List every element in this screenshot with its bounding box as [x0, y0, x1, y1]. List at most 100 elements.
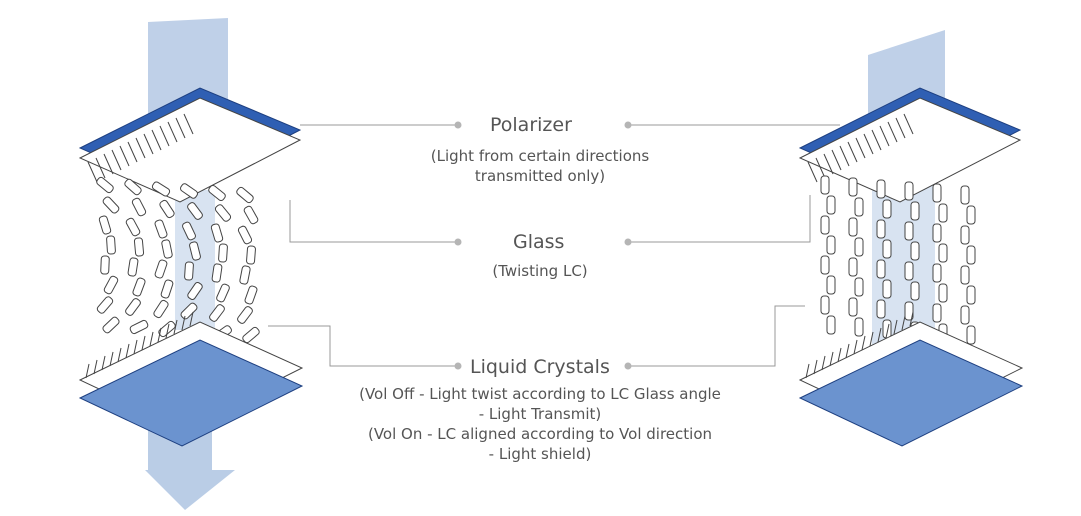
glass-groove	[101, 355, 106, 371]
glass-groove	[813, 359, 818, 375]
glass-groove	[135, 137, 146, 159]
callout-dot	[624, 238, 632, 246]
lc-panel-voltage-off	[78, 87, 304, 447]
glass-groove	[167, 121, 178, 143]
lc-molecule	[854, 317, 864, 337]
lc-molecule	[242, 326, 260, 344]
callout-glass-left	[289, 200, 458, 243]
lc-molecule	[182, 221, 196, 241]
lc-molecule	[209, 304, 225, 322]
glass-groove	[141, 335, 146, 351]
lc-molecule	[246, 245, 256, 265]
lc-molecule	[102, 316, 120, 334]
glass-groove	[903, 113, 914, 135]
lc-molecule	[876, 259, 886, 279]
lc-molecule	[854, 237, 864, 257]
lc-molecule	[882, 279, 892, 299]
liquid-crystal-layer	[820, 175, 976, 345]
lc-molecule	[106, 235, 116, 255]
liquid-crystals-description: (Vol Off - Light twist according to LC G…	[330, 384, 750, 464]
callout-glass-right	[628, 195, 811, 243]
callout-liquid-right	[628, 305, 805, 367]
lc-molecule	[910, 281, 920, 301]
glass-groove	[853, 339, 858, 355]
glass-groove	[909, 311, 914, 327]
lc-molecule	[966, 245, 976, 265]
lc-molecule	[876, 179, 886, 199]
glass-groove	[863, 133, 874, 155]
glass-description: (Twisting LC)	[455, 261, 625, 281]
lc-molecule	[848, 297, 858, 317]
lc-molecule	[239, 265, 251, 285]
glass-groove	[893, 319, 898, 335]
glass-groove	[807, 161, 818, 183]
liquid-crystals-desc-line: (Vol On - LC aligned according to Vol di…	[367, 425, 713, 443]
callout-lines	[268, 121, 840, 370]
lc-molecule	[180, 302, 198, 320]
lc-molecule	[966, 325, 976, 345]
callout-liquid-left	[268, 325, 458, 367]
glass-groove	[871, 129, 882, 151]
polarizer-desc-line: (Light from certain directions	[430, 147, 650, 165]
top-plate-stack	[78, 87, 302, 203]
lc-molecule	[160, 279, 174, 299]
lc-molecule	[848, 217, 858, 237]
lc-molecule	[218, 243, 228, 263]
lc-molecule	[960, 225, 970, 245]
lc-molecule	[882, 199, 892, 219]
lc-molecule	[966, 285, 976, 305]
glass-groove	[861, 335, 866, 351]
lc-molecule	[820, 215, 830, 235]
lc-molecule	[960, 265, 970, 285]
lc-molecule	[932, 223, 942, 243]
lc-molecule	[237, 225, 253, 245]
lc-molecule	[854, 197, 864, 217]
glass-groove	[823, 153, 834, 175]
glass-groove	[805, 363, 810, 379]
polarizer-desc-line: transmitted only)	[474, 167, 606, 185]
lc-molecule	[96, 296, 114, 314]
lc-molecule	[210, 223, 224, 243]
callout-dot	[454, 238, 462, 246]
glass-groove	[151, 129, 162, 151]
lc-molecule	[848, 177, 858, 197]
lc-molecule	[180, 183, 198, 199]
lc-molecule	[820, 255, 830, 275]
lc-molecule	[237, 306, 253, 324]
lc-molecule	[826, 275, 836, 295]
callout-dot	[454, 121, 462, 129]
lc-molecule	[826, 235, 836, 255]
glass-groove	[149, 331, 154, 347]
lc-molecule	[960, 185, 970, 205]
lc-molecule	[882, 239, 892, 259]
lc-molecule	[848, 257, 858, 277]
glass-groove	[93, 359, 98, 375]
lc-molecule	[932, 303, 942, 323]
top-glass-plate	[798, 97, 1022, 203]
lc-molecule	[98, 215, 112, 235]
callout-dot	[624, 362, 632, 370]
lc-molecule	[932, 183, 942, 203]
lc-molecule	[124, 178, 142, 196]
glass-groove	[103, 153, 114, 175]
lc-molecule	[131, 197, 147, 217]
lc-molecule	[932, 263, 942, 283]
glass-groove	[133, 339, 138, 355]
lc-molecule	[236, 186, 254, 204]
lc-molecule	[125, 217, 141, 237]
lc-molecule	[132, 277, 146, 297]
glass-groove	[885, 323, 890, 339]
callout-dot	[454, 362, 462, 370]
bottom-polarizer-plate	[78, 339, 304, 447]
lc-molecule	[184, 261, 194, 281]
lc-molecule	[243, 205, 259, 225]
callout-dot	[624, 121, 632, 129]
glass-groove	[837, 347, 842, 363]
lc-molecule	[154, 219, 168, 239]
polarizer-description: (Light from certain directions transmitt…	[405, 146, 675, 186]
glass-groove	[143, 133, 154, 155]
lc-molecule	[103, 275, 119, 295]
lc-molecule	[904, 181, 914, 201]
top-glass-plate	[78, 97, 302, 203]
